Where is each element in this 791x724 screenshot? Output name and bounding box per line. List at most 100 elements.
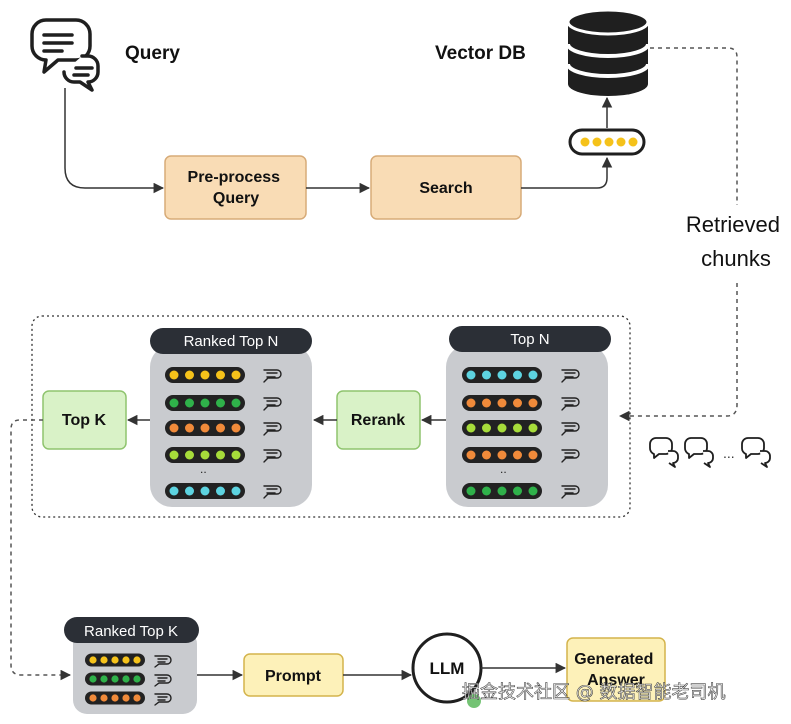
embedding-dot <box>513 370 522 380</box>
embedding-dot <box>231 486 241 496</box>
embedding-dot <box>100 675 108 683</box>
embedding-dot <box>497 450 507 460</box>
embedding-row <box>165 483 282 499</box>
chunk-text-icon <box>561 449 580 463</box>
embedding-dot <box>100 656 108 664</box>
top-n-header <box>449 326 611 352</box>
embedding-dot <box>231 450 241 460</box>
query-chat-icon <box>30 18 100 92</box>
embedding-dot <box>513 486 522 496</box>
ranked-top-n-rows <box>165 367 282 499</box>
embedding-row <box>165 447 282 463</box>
chunks-ellipsis: ... <box>723 445 735 461</box>
chunk-text-icon <box>263 449 282 463</box>
retrieved-dashed-path-top <box>650 47 738 205</box>
retrieved-label-line2: chunks <box>701 246 771 271</box>
embedding-dot <box>497 398 507 408</box>
embedding-dot <box>466 423 476 433</box>
embedding-dot <box>133 675 141 683</box>
embedding-dot <box>216 450 225 460</box>
embedding-row <box>165 367 282 383</box>
generated-label-line2: Answer <box>587 672 645 689</box>
ranked-top-k-rows <box>85 653 172 706</box>
embedding-dot <box>528 398 538 408</box>
embedding-dot <box>497 423 507 433</box>
embedding-row <box>85 672 172 687</box>
chunk-text-icon <box>154 655 172 668</box>
embedding-dot <box>216 370 225 380</box>
retrieved-label-line1: Retrieved <box>686 212 780 237</box>
vector-db-label: Vector DB <box>435 43 526 64</box>
embedding-dot <box>216 486 225 496</box>
query-to-preprocess-arrow <box>64 88 165 194</box>
embedding-dot <box>482 423 491 433</box>
ranked-top-k-header <box>64 617 199 643</box>
embedding-dot <box>111 675 119 683</box>
embedding-dot <box>497 370 507 380</box>
embedding-dot <box>185 450 194 460</box>
embedding-dot <box>133 694 141 702</box>
embedding-dot <box>185 370 194 380</box>
embedding-dot <box>466 370 476 380</box>
embedding-row <box>462 483 580 499</box>
top-k-dashed-path <box>10 419 72 681</box>
embedding-dot <box>169 370 179 380</box>
embedding-dot <box>111 694 119 702</box>
embedding-dot <box>100 694 108 702</box>
chunk-text-icon <box>263 369 282 383</box>
embedding-dot <box>482 370 491 380</box>
embedding-dot <box>169 450 179 460</box>
embedding-dot <box>89 675 97 683</box>
generated-label-line1: Generated <box>574 651 653 668</box>
embedding-row <box>85 691 172 706</box>
embedding-dot <box>482 450 491 460</box>
embedding-dot <box>513 398 522 408</box>
search-label: Search <box>419 180 472 197</box>
chunk-chat-icon <box>741 437 771 468</box>
chunk-text-icon <box>154 693 172 706</box>
embedding-dot <box>497 486 507 496</box>
embedding-dot <box>466 398 476 408</box>
embedding-dot <box>122 675 130 683</box>
prompt-label: Prompt <box>265 668 322 685</box>
chunk-text-icon <box>561 422 580 436</box>
preprocess-label-line2: Query <box>213 190 259 207</box>
embedding-dot <box>169 486 179 496</box>
embedding-dot <box>185 486 194 496</box>
embedding-dot <box>200 370 210 380</box>
embedding-row <box>165 420 282 436</box>
ranked-top-k-title: Ranked Top K <box>84 623 178 640</box>
embedding-row <box>462 367 580 383</box>
preprocess-query-box <box>164 155 307 220</box>
embedding-dot <box>200 423 210 433</box>
embedding-dot <box>231 398 241 408</box>
embedding-dot <box>111 656 119 664</box>
rerank-label: Rerank <box>351 412 405 429</box>
embedding-dot <box>185 423 194 433</box>
embedding-row <box>462 395 580 411</box>
embedding-dot <box>216 398 225 408</box>
top-n-title: Top N <box>510 331 549 348</box>
embedding-dot <box>482 398 491 408</box>
embedding-dot <box>89 694 97 702</box>
search-to-db-arrow <box>521 156 613 189</box>
embedding-row <box>462 420 580 436</box>
embedding-dot <box>216 423 225 433</box>
embedding-dot <box>185 398 194 408</box>
database-icon <box>566 8 650 96</box>
query-embedding-bar <box>568 128 646 156</box>
embedding-dot <box>231 423 241 433</box>
embedding-dot <box>200 486 210 496</box>
chunk-text-icon <box>561 485 580 499</box>
top-n-rows <box>462 367 580 499</box>
embedding-dot <box>133 656 141 664</box>
top-n-vertical-ellipsis: .. <box>500 462 507 476</box>
chunk-text-icon <box>154 674 172 687</box>
watermark-logo-icon <box>467 694 481 708</box>
ranked-top-n-title: Ranked Top N <box>184 333 279 350</box>
ranked-top-n-header <box>150 328 312 354</box>
ranked-top-n-vertical-ellipsis: .. <box>200 462 207 476</box>
embedding-dot <box>122 694 130 702</box>
embedding-dot <box>169 398 179 408</box>
